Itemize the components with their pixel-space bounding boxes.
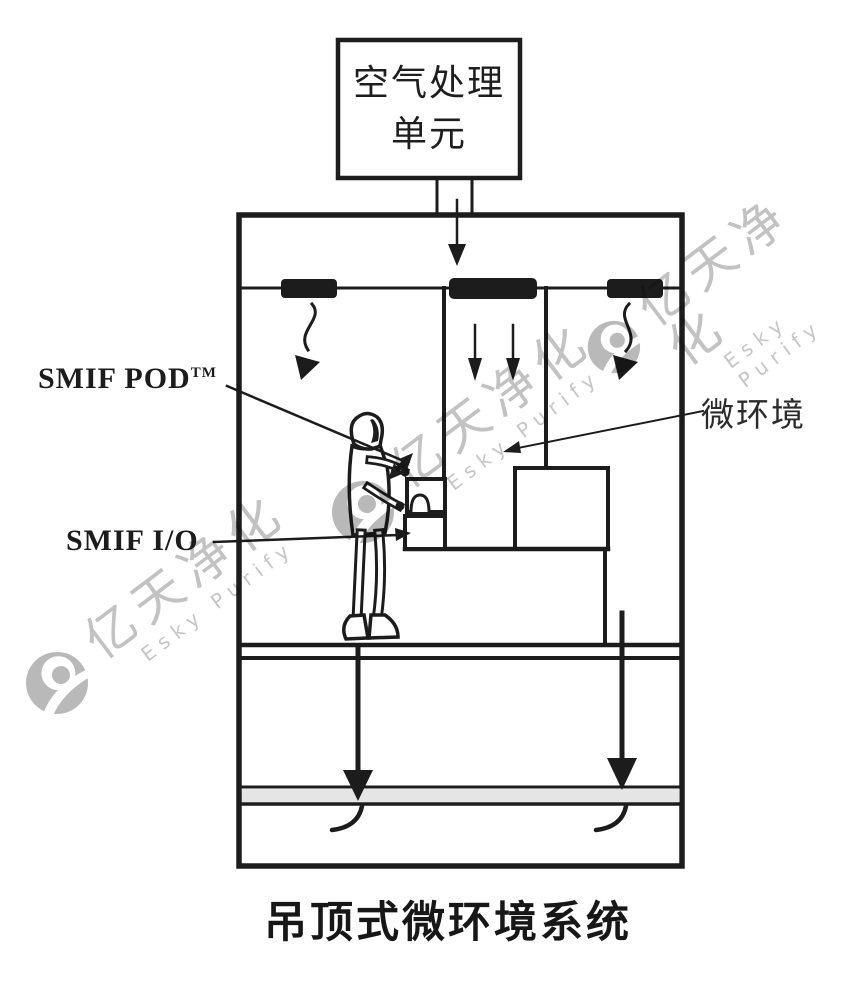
smif-pod-box xyxy=(405,477,447,514)
curved-airflow-arrow-left xyxy=(295,301,320,380)
down-arrow-icon xyxy=(448,198,466,266)
double-headed-transfer-arrow-icon xyxy=(388,453,413,480)
return-flow-arrow-right xyxy=(607,610,637,790)
hepa-filter-bars xyxy=(281,278,663,299)
laminar-flow-arrows xyxy=(468,323,520,381)
smif-pod-leader xyxy=(225,384,401,461)
smif-pod-label-text: SMIF POD xyxy=(38,362,191,395)
filter-bar-right xyxy=(607,279,663,298)
smif-io-label: SMIF I/O xyxy=(66,524,199,557)
operator-figure xyxy=(342,411,411,641)
ahu-label: 空气处理 单元 xyxy=(338,40,520,178)
work-floor xyxy=(238,642,683,660)
ahu-label-line2: 单元 xyxy=(390,114,467,154)
curved-airflow-arrow-right xyxy=(613,301,638,380)
smif-pod-tm: TM xyxy=(190,365,217,381)
operator-boot-left xyxy=(342,613,371,641)
return-grating xyxy=(239,785,682,806)
ahu-label-line1: 空气处理 xyxy=(352,62,505,103)
filter-bar-middle xyxy=(449,278,537,299)
smif-io-port xyxy=(403,514,447,551)
microenvironment-label: 微环境 xyxy=(701,398,806,434)
microenvironment-leader xyxy=(503,409,705,453)
filter-bar-left xyxy=(281,279,337,298)
plenum-hook-arrows xyxy=(329,803,629,833)
return-flow-arrow-left xyxy=(343,644,373,801)
operator-boot-right xyxy=(367,613,400,640)
smif-pod-label: SMIF PODTM xyxy=(38,362,217,396)
diagram-caption: 吊顶式微环境系统 xyxy=(264,900,632,947)
operator-visor xyxy=(370,419,379,443)
air-handling-unit-box xyxy=(335,37,523,217)
